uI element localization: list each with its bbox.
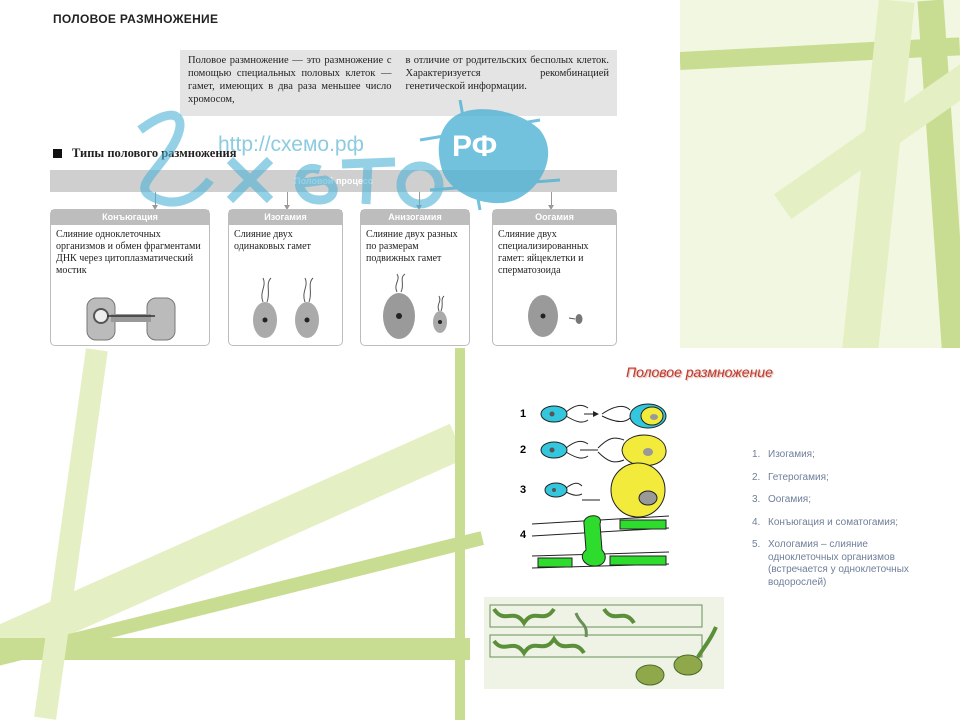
type-card-description: Слияние двух специализированных гамет: я… <box>498 229 589 276</box>
type-card-description: Слияние двух разных по размерам подвижны… <box>366 229 458 264</box>
isogamy-illustration <box>253 277 319 338</box>
type-card-heading: Оогамия <box>493 210 616 225</box>
list-item: 2.Гетерогамия; <box>752 471 829 483</box>
definition-text-2: в отличие от родительских бесполых клето… <box>405 55 610 92</box>
type-card-description: Слияние двух одинаковых гамет <box>234 229 311 252</box>
arrow-down-icon <box>548 192 554 210</box>
section-heading-text: Типы полового размножения <box>72 146 237 160</box>
diagram-label-4: 4 <box>520 529 527 541</box>
background-decoration-lower <box>0 348 960 720</box>
section-heading: Типы полового размножения <box>53 146 237 161</box>
reproduction-types-diagram: 1 2 3 4 <box>520 403 670 569</box>
type-card-heading: Анизогамия <box>361 210 469 225</box>
list-item: 1.Изогамия; <box>752 449 815 460</box>
type-card-description: Слияние одноклеточных организмов и обмен… <box>56 229 201 276</box>
type-card-isogamy: Изогамия Слияние двух одинаковых гамет <box>228 209 343 346</box>
arrow-down-icon <box>152 192 158 210</box>
anisogamy-illustration <box>383 273 447 339</box>
arrow-down-icon <box>284 192 290 210</box>
bullet-square-icon <box>53 149 62 158</box>
diagram-label-2: 2 <box>520 444 526 456</box>
definition-text-1: Половое размножение — это размножение с … <box>188 55 392 105</box>
subtitle-sexual-reproduction: Половое размножение <box>626 364 773 380</box>
type-card-oogamy: Оогамия Слияние двух специализированных … <box>492 209 617 346</box>
spirogyra-conjugation-illustration <box>484 597 724 689</box>
diagram-label-3: 3 <box>520 484 526 496</box>
type-card-anisogamy: Анизогамия Слияние двух разных по размер… <box>360 209 470 346</box>
process-bar: Половой процесс <box>50 170 617 192</box>
definition-box: Половое размножение — это размножение с … <box>180 50 617 116</box>
watermark-url: http://схемо.рф <box>218 133 364 156</box>
doc-title: ПОЛОВОЕ РАЗМНОЖЕНИЕ <box>53 12 219 26</box>
arrow-down-icon <box>416 192 422 210</box>
watermark-badge: РФ <box>452 130 498 163</box>
oogamy-illustration <box>528 295 583 337</box>
conjugation-illustration <box>86 297 176 341</box>
types-list: 1.Изогамия; 2.Гетерогамия; 3.Оогамия; 4.… <box>752 449 922 599</box>
type-card-conjugation: Конъюгация Слияние одноклеточных организ… <box>50 209 210 346</box>
diagram-label-1: 1 <box>520 408 526 420</box>
list-item: 5.Хологамия – слияние одноклеточных орга… <box>752 539 909 588</box>
list-item: 4.Конъюгация и соматогамия; <box>752 516 899 528</box>
type-card-heading: Изогамия <box>229 210 342 225</box>
list-item: 3.Оогамия; <box>752 494 811 505</box>
type-card-heading: Конъюгация <box>51 210 209 225</box>
